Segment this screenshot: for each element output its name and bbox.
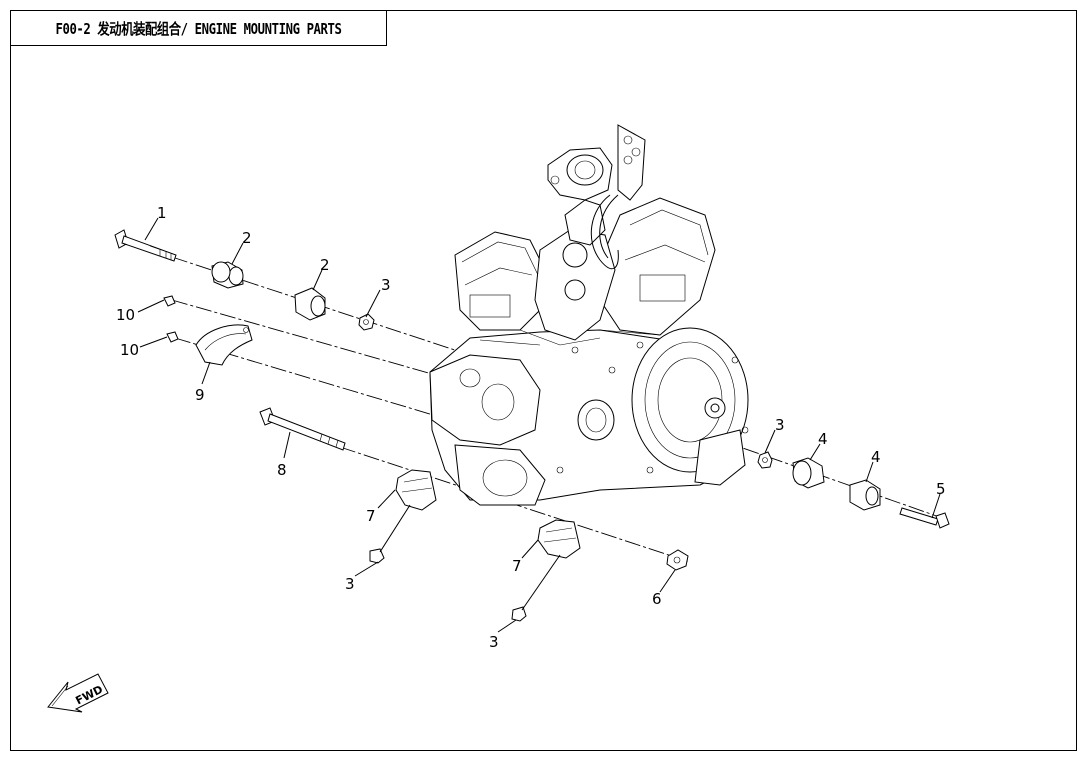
part-4-bushing-b (849, 479, 881, 511)
callout-3c: 3 (345, 575, 355, 593)
part-2-bushing-a (211, 261, 244, 289)
part-4-bushing-a (792, 457, 825, 489)
part-10-screw-b (166, 331, 179, 343)
part-7-mount-b (537, 519, 581, 559)
part-5-bolt (899, 507, 950, 529)
callout-5: 5 (936, 480, 946, 498)
callout-3d: 3 (489, 633, 499, 651)
callout-2b: 2 (320, 256, 330, 274)
callout-10b: 10 (120, 341, 139, 359)
part-2-bushing-b (294, 287, 326, 321)
part-3-nut-b (757, 451, 773, 469)
callout-7b: 7 (512, 557, 522, 575)
callout-3b: 3 (775, 416, 785, 434)
part-3-nut-c (369, 548, 385, 564)
title-block: F00-2 发动机装配组合/ ENGINE MOUNTING PARTS (10, 10, 387, 46)
forward-arrow-icon: FWD (47, 673, 109, 713)
callout-9: 9 (195, 386, 205, 404)
leader-lines (137, 217, 941, 633)
part-6-nut (666, 549, 689, 571)
callout-3a: 3 (381, 276, 391, 294)
callout-8: 8 (277, 461, 287, 479)
part-9-shield (195, 324, 253, 366)
callout-labels: 1 2 2 3 10 10 9 8 7 3 7 3 6 3 4 4 5 (116, 204, 946, 651)
callout-4a: 4 (818, 430, 828, 448)
callout-6: 6 (652, 590, 662, 608)
callout-7a: 7 (366, 507, 376, 525)
callout-1: 1 (157, 204, 167, 222)
part-7-mount-a (395, 469, 437, 511)
engine-assembly (429, 124, 749, 506)
part-3-nut-d (511, 606, 527, 622)
callout-10a: 10 (116, 306, 135, 324)
part-8-bolt (259, 407, 346, 451)
part-1-bolt (114, 229, 177, 262)
page-title: F00-2 发动机装配组合/ ENGINE MOUNTING PARTS (55, 19, 342, 38)
callout-2a: 2 (242, 229, 252, 247)
part-10-screw-a (163, 295, 176, 307)
callout-4b: 4 (871, 448, 881, 466)
